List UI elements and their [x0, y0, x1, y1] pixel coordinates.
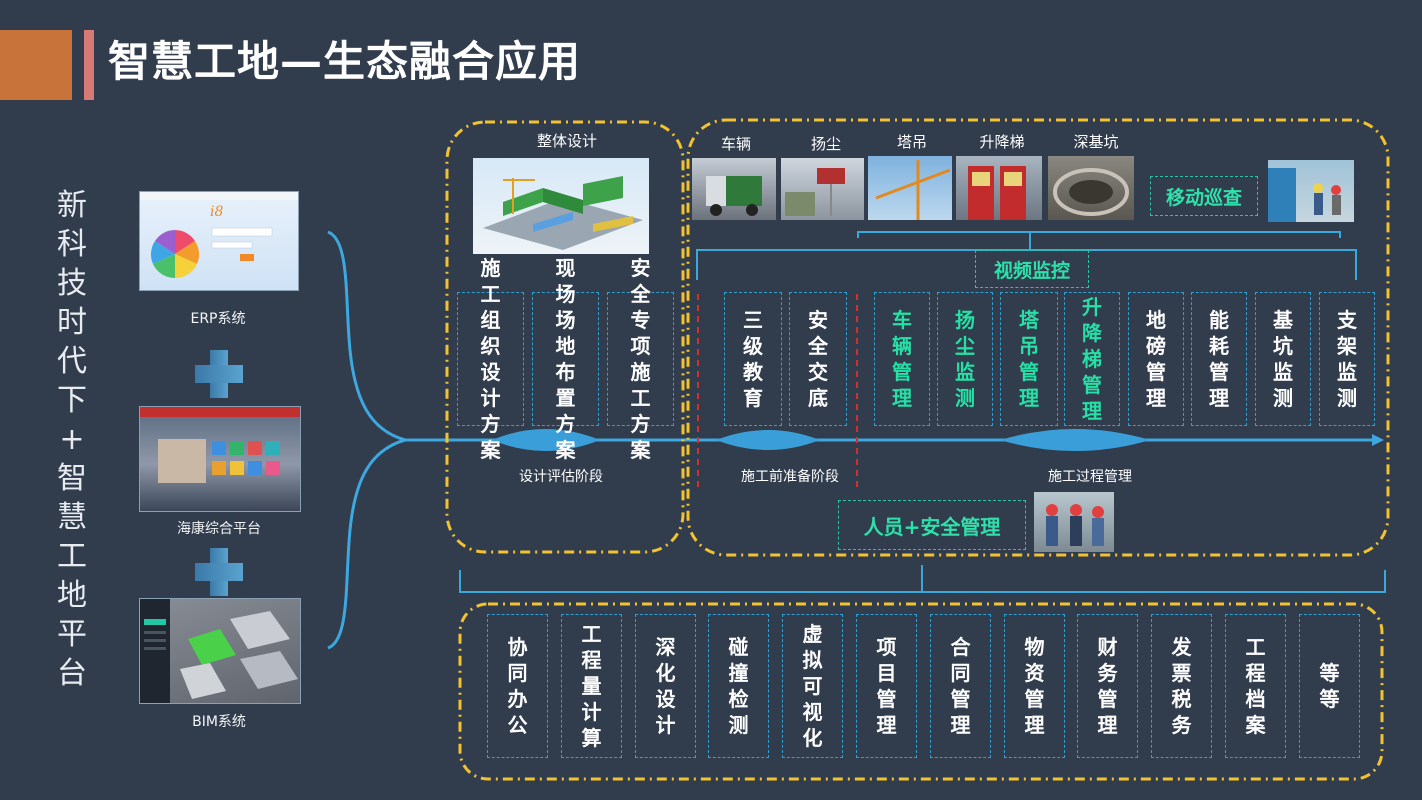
personnel-safety-label: 人员+安全管理 [838, 500, 1026, 550]
video-monitor-label: 视频监控 [975, 250, 1089, 288]
design-card: 施工组织设计方案 [457, 256, 524, 462]
vertical-char: 时 [57, 305, 87, 340]
bottom-function-card: 等等 [1299, 614, 1360, 758]
photo-label: 深基坑 [1073, 133, 1119, 151]
bim-caption: BIM系统 [192, 714, 246, 730]
process-card: 塔吊管理 [1000, 292, 1058, 426]
title-accent-bar [84, 30, 94, 100]
photo-label: 车辆 [720, 135, 751, 153]
process-card: 基坑监测 [1255, 292, 1311, 426]
card-label: 支架监测 [1337, 308, 1357, 410]
bottom-function-card: 协同办公 [487, 614, 548, 758]
card-label: 物资管理 [1024, 635, 1045, 737]
process-card: 升降梯管理 [1064, 292, 1120, 426]
bim-screenshot [139, 598, 301, 704]
card-label: 等等 [1319, 661, 1340, 711]
erp-caption: ERP系统 [190, 311, 246, 327]
card-label: 施工组织设计方案 [480, 256, 501, 462]
card-label: 升降梯管理 [1082, 295, 1102, 423]
card-label: 项目管理 [876, 635, 897, 737]
stage-label-process: 施工过程管理 [1048, 469, 1132, 485]
card-label: 深化设计 [655, 635, 676, 737]
platform-vertical-text: 新科技时代下 + 智慧工地平台 [55, 186, 89, 693]
erp-screenshot: i8 [139, 191, 299, 291]
card-label: 合同管理 [950, 635, 971, 737]
deep-pit-photo [1048, 156, 1134, 220]
page-title: 智慧工地—生态融合应用 [108, 37, 582, 86]
vertical-char: 工 [57, 539, 87, 574]
vertical-char: 慧 [57, 500, 87, 535]
bottom-function-card: 财务管理 [1077, 614, 1138, 758]
vehicle-photo [692, 158, 776, 220]
stage-label-prep: 施工前准备阶段 [741, 469, 839, 485]
photo-label: 升降梯 [979, 133, 1025, 151]
vertical-char: 下 [57, 383, 87, 418]
hikvision-caption: 海康综合平台 [177, 521, 261, 537]
vertical-char: 地 [57, 578, 87, 613]
vertical-char: 代 [57, 344, 87, 379]
hikvision-platform-screenshot [139, 406, 301, 512]
card-label: 安全专项施工方案 [630, 256, 651, 462]
bottom-function-card: 合同管理 [930, 614, 991, 758]
card-label: 车辆管理 [892, 308, 912, 410]
vertical-char: 新 [57, 188, 87, 223]
card-label: 虚拟可视化 [802, 622, 823, 750]
bottom-function-card: 发票税务 [1151, 614, 1212, 758]
plus-icon [195, 548, 243, 596]
prep-card: 安全交底 [789, 292, 847, 426]
card-label: 基坑监测 [1273, 308, 1293, 410]
dust-photo [781, 158, 864, 220]
bottom-function-card: 工程档案 [1225, 614, 1286, 758]
title-accent-block [0, 30, 72, 100]
card-label: 工程量计算 [581, 622, 602, 750]
card-label: 扬尘监测 [955, 308, 975, 410]
process-card: 车辆管理 [874, 292, 930, 426]
process-card: 支架监测 [1319, 292, 1375, 426]
process-card: 扬尘监测 [937, 292, 993, 426]
prep-card: 三级教育 [724, 292, 782, 426]
card-label: 地磅管理 [1146, 308, 1166, 410]
design-card: 现场场地布置方案 [532, 256, 599, 462]
bottom-cards: 协同办公 工程量计算 深化设计 碰撞检测 虚拟可视化 项目管理 合同管理 物资管理 财务管理 发票… [487, 614, 1360, 758]
photo-label: 扬尘 [810, 135, 841, 153]
mobile-patrol-photo [1268, 160, 1354, 222]
vertical-char: 科 [57, 227, 87, 262]
tower-crane-photo [868, 156, 952, 220]
vertical-char: 平 [57, 617, 87, 652]
card-label: 协同办公 [507, 635, 528, 737]
design-card: 安全专项施工方案 [607, 256, 674, 462]
personnel-photo [1034, 492, 1114, 552]
card-label: 现场场地布置方案 [555, 256, 576, 462]
process-card: 地磅管理 [1128, 292, 1184, 426]
elevator-photo [956, 156, 1042, 220]
bottom-function-card: 项目管理 [856, 614, 917, 758]
card-label: 财务管理 [1097, 635, 1118, 737]
card-label: 发票税务 [1171, 635, 1192, 737]
bottom-function-card: 虚拟可视化 [782, 614, 843, 758]
design-cards: 施工组织设计方案 现场场地布置方案 安全专项施工方案 [457, 256, 676, 462]
card-label: 三级教育 [743, 308, 763, 410]
stage-label-design: 设计评估阶段 [519, 469, 603, 485]
bottom-function-card: 深化设计 [635, 614, 696, 758]
mobile-patrol-label: 移动巡查 [1150, 176, 1258, 216]
vertical-char: 智 [57, 461, 87, 496]
overall-design-label: 整体设计 [536, 132, 597, 150]
card-label: 塔吊管理 [1019, 308, 1039, 410]
card-label: 工程档案 [1245, 635, 1266, 737]
card-label: 碰撞检测 [728, 635, 749, 737]
photo-label: 塔吊 [896, 133, 927, 151]
card-label: 安全交底 [808, 308, 828, 410]
process-card: 能耗管理 [1191, 292, 1247, 426]
vertical-char: + [59, 422, 85, 457]
vertical-char: 台 [57, 656, 87, 691]
bottom-function-card: 物资管理 [1004, 614, 1065, 758]
overall-design-image [473, 158, 649, 254]
plus-icon [195, 350, 243, 398]
bottom-function-card: 碰撞检测 [708, 614, 769, 758]
erp-logo-text: i8 [210, 204, 223, 220]
bottom-function-card: 工程量计算 [561, 614, 622, 758]
vertical-char: 技 [57, 266, 87, 301]
card-label: 能耗管理 [1209, 308, 1229, 410]
